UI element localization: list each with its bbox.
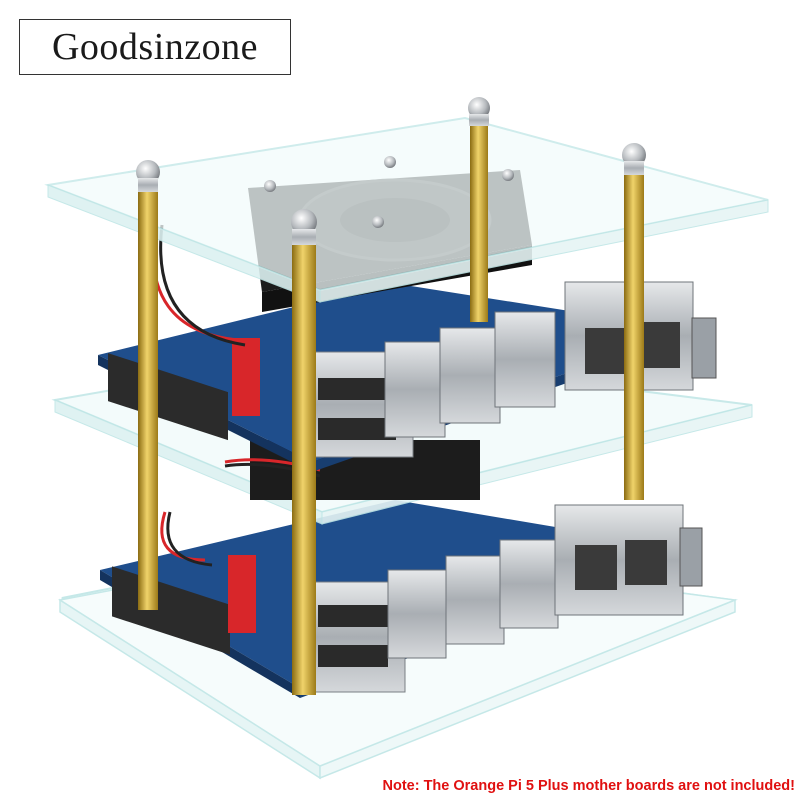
brand-logo-box: Goodsinzone: [19, 19, 291, 75]
acorn-nuts: [136, 97, 646, 245]
hdmi-port-icon: [387, 569, 447, 659]
hdmi-port-icon: [384, 341, 446, 438]
brass-standoffs: [138, 122, 644, 695]
notice-text: Note: The Orange Pi 5 Plus mother boards…: [382, 778, 795, 794]
upper-red-connector: [232, 338, 260, 416]
lower-port-row: [299, 504, 703, 693]
lower-red-connector: [228, 555, 256, 633]
top-acrylic-plate: [44, 116, 769, 303]
brand-name: Goodsinzone: [51, 26, 259, 68]
